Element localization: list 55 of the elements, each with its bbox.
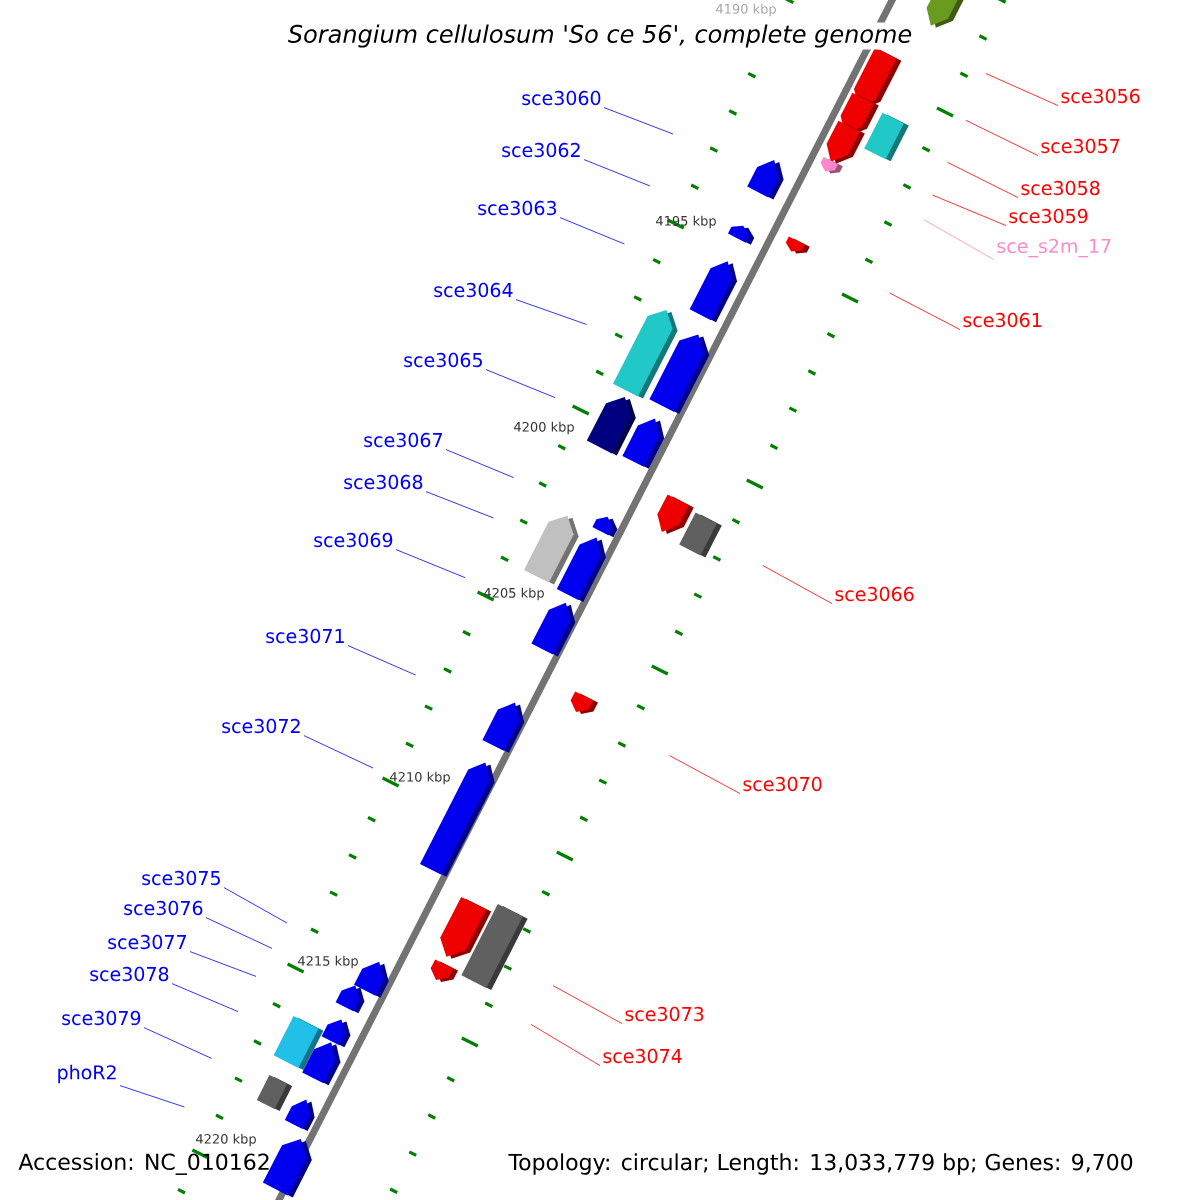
- leader-line: [425, 491, 494, 519]
- leader-line: [923, 219, 995, 261]
- leader-line: [395, 549, 466, 578]
- gene-label: sce3073: [625, 1006, 704, 1022]
- gene-label: sce3070: [743, 776, 822, 792]
- genome-summary-text: Topology: circular; Length: 13,033,779 bp; Genes: 9,700: [508, 1153, 1133, 1175]
- leader-line: [171, 983, 239, 1012]
- gene-label: sce3078: [90, 966, 169, 982]
- leader-line: [552, 985, 623, 1024]
- leader-line: [143, 1027, 212, 1059]
- gene-label: sce3074: [603, 1048, 682, 1064]
- gene-label: sce3057: [1041, 138, 1120, 154]
- leader-line: [205, 917, 273, 949]
- gene-label: sce3069: [314, 532, 393, 548]
- gene-label: sce3079: [62, 1010, 141, 1026]
- leader-line: [669, 755, 741, 794]
- leader-line: [515, 299, 587, 325]
- gene-label: sce3064: [434, 282, 513, 298]
- gene-label: sce3065: [404, 352, 482, 368]
- leader-line: [985, 73, 1059, 106]
- leader-line: [583, 159, 651, 187]
- gene-label: sce3062: [502, 142, 580, 158]
- leader-line: [947, 162, 1019, 198]
- leader-line: [347, 645, 416, 676]
- gene-label: sce3066: [835, 586, 914, 602]
- gene-label: sce3077: [108, 934, 186, 950]
- gene-label: sce_s2m_17: [997, 238, 1111, 258]
- leader-line: [603, 107, 674, 135]
- gene-label: sce3071: [266, 628, 344, 644]
- gene-label: sce3067: [364, 432, 442, 448]
- leader-line: [932, 194, 1007, 226]
- gene-label: sce3056: [1061, 88, 1140, 104]
- gene-label: sce3058: [1021, 180, 1100, 196]
- leader-line: [189, 951, 257, 977]
- leader-line: [445, 449, 514, 478]
- leader-line: [889, 292, 961, 330]
- leader-line: [559, 217, 625, 245]
- leader-line: [530, 1024, 601, 1066]
- leader-line: [965, 120, 1039, 156]
- gene-label: sce3060: [522, 90, 601, 106]
- leader-line: [223, 887, 288, 924]
- leader-line: [303, 735, 374, 769]
- gene-label: sce3068: [344, 474, 423, 490]
- gene-label: sce3075: [142, 870, 220, 886]
- accession-text: Accession: NC_010162: [18, 1153, 269, 1175]
- leader-line: [485, 369, 556, 398]
- title: Sorangium cellulosum 'So ce 56', complete genome: [285, 22, 915, 50]
- gene-label: sce3061: [963, 312, 1042, 328]
- gene-label: sce3076: [124, 900, 203, 916]
- gene-label: sce3059: [1009, 208, 1088, 224]
- leader-line: [762, 565, 833, 604]
- gene-label: sce3072: [222, 718, 300, 734]
- gene-label: sce3063: [478, 200, 557, 216]
- leader-line: [119, 1085, 185, 1108]
- gene-label: phoR2: [58, 1064, 116, 1084]
